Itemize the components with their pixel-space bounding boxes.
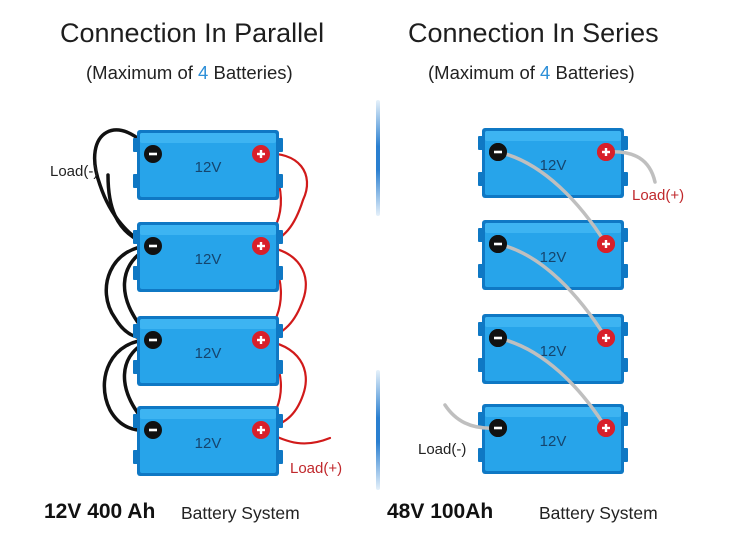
series-battery-2-terminals xyxy=(489,235,615,253)
series-battery-3-voltage: 12V xyxy=(540,343,567,360)
parallel-subtitle-prefix: (Maximum of xyxy=(86,62,199,83)
minus-terminal-icon xyxy=(489,143,507,161)
parallel-battery-3-voltage: 12V xyxy=(195,345,222,362)
parallel-subtitle: (Maximum of 4 Batteries) xyxy=(86,62,293,84)
parallel-battery-2-voltage: 12V xyxy=(195,251,222,268)
plus-terminal-icon xyxy=(252,237,270,255)
series-subtitle-suffix: Batteries) xyxy=(550,62,635,83)
parallel-battery-4-voltage: 12V xyxy=(195,435,222,452)
parallel-battery-1-voltage: 12V xyxy=(195,159,222,176)
minus-terminal-icon xyxy=(144,237,162,255)
center-divider-bottom xyxy=(376,370,380,490)
series-battery-2: 12V xyxy=(478,220,628,290)
minus-terminal-icon xyxy=(489,419,507,437)
parallel-battery-3: 12V xyxy=(133,316,283,386)
series-load-positive-label: Load(+) xyxy=(632,187,684,204)
parallel-load-positive-label: Load(+) xyxy=(290,460,342,477)
series-title: Connection In Series xyxy=(408,18,659,48)
parallel-battery-max: 4 xyxy=(198,62,209,83)
series-battery-1-terminals xyxy=(489,143,615,161)
parallel-battery-2: 12V xyxy=(133,222,283,292)
plus-terminal-icon xyxy=(252,421,270,439)
plus-terminal-icon xyxy=(597,235,615,253)
plus-terminal-icon xyxy=(252,331,270,349)
minus-terminal-icon xyxy=(489,235,507,253)
parallel-system-rating: 12V 400 Ah xyxy=(44,500,156,523)
parallel-negative-wire-3 xyxy=(102,338,155,433)
center-divider-top xyxy=(376,100,380,216)
parallel-subtitle-suffix: Batteries) xyxy=(208,62,293,83)
series-battery-max: 4 xyxy=(540,62,551,83)
parallel-title: Connection In Parallel xyxy=(60,18,325,48)
series-link-wire-3 xyxy=(496,336,608,430)
parallel-battery-1: 12V xyxy=(133,130,283,200)
plus-terminal-icon xyxy=(597,419,615,437)
series-battery-4: 12V xyxy=(478,404,628,474)
parallel-battery-4: 12V xyxy=(133,406,283,476)
series-battery-2-voltage: 12V xyxy=(540,249,567,266)
minus-terminal-icon xyxy=(144,145,162,163)
series-battery-3-terminals xyxy=(489,329,615,347)
plus-terminal-icon xyxy=(597,143,615,161)
minus-terminal-icon xyxy=(144,421,162,439)
parallel-load-negative-label: Load(-) xyxy=(50,163,98,180)
plus-terminal-icon xyxy=(252,145,270,163)
series-battery-4-voltage: 12V xyxy=(540,433,567,450)
minus-terminal-icon xyxy=(144,331,162,349)
series-load-negative-label: Load(-) xyxy=(418,441,466,458)
plus-terminal-icon xyxy=(597,329,615,347)
series-battery-1: 12V xyxy=(478,128,628,198)
series-system-text: Battery System xyxy=(539,503,658,523)
series-system-rating: 48V 100Ah xyxy=(387,500,494,523)
series-subtitle-prefix: (Maximum of xyxy=(428,62,541,83)
series-battery-1-voltage: 12V xyxy=(540,157,567,174)
minus-terminal-icon xyxy=(489,329,507,347)
series-subtitle: (Maximum of 4 Batteries) xyxy=(428,62,635,84)
series-link-wire-2 xyxy=(496,242,608,340)
series-battery-4-terminals xyxy=(489,419,615,437)
series-link-wire-1 xyxy=(496,150,608,246)
parallel-system-text: Battery System xyxy=(181,503,300,523)
series-battery-3: 12V xyxy=(478,314,628,384)
wire-layer-over xyxy=(443,143,657,437)
